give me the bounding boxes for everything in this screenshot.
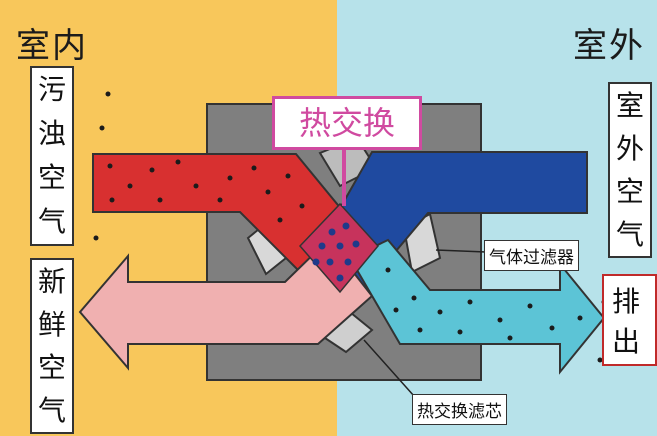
- dirty-air-char-1: 污: [37, 73, 66, 106]
- fresh-air-char-2: 鲜: [37, 307, 66, 341]
- outdoor-air-char-4: 气: [615, 217, 644, 251]
- dirty-air-char-4: 气: [37, 205, 66, 238]
- dirty-air-label: 污 浊 空 气: [30, 66, 74, 246]
- outdoor-air-label: 室 外 空 气: [608, 82, 652, 258]
- heat-exchange-title: 热交换: [272, 96, 422, 150]
- outdoor-label: 室外: [573, 26, 645, 66]
- indoor-label: 室内: [16, 26, 88, 66]
- exhaust-air-particles: [385, 267, 583, 341]
- fresh-air-char-3: 空: [37, 350, 66, 384]
- gas-filter-leader: [435, 249, 487, 253]
- outdoor-air-char-1: 室: [615, 88, 644, 122]
- dirty-air-particles: [107, 159, 305, 223]
- fresh-air-char-1: 新: [37, 264, 66, 298]
- fresh-air-label: 新 鲜 空 气: [30, 258, 74, 434]
- exhaust-label: 排出: [602, 274, 657, 366]
- core-filter-callout: 热交换滤芯: [412, 394, 507, 425]
- outdoor-air-char-2: 外: [615, 131, 644, 165]
- outdoor-air-char-3: 空: [615, 174, 644, 208]
- core-particles: [312, 222, 360, 282]
- fresh-air-char-4: 气: [37, 393, 66, 427]
- exhaust-air-flow: [348, 238, 606, 375]
- core-filter-leader: [363, 339, 415, 397]
- dirty-air-char-3: 空: [37, 161, 66, 194]
- gas-filter-callout: 气体过滤器: [484, 240, 579, 271]
- dirty-air-char-2: 浊: [37, 117, 66, 150]
